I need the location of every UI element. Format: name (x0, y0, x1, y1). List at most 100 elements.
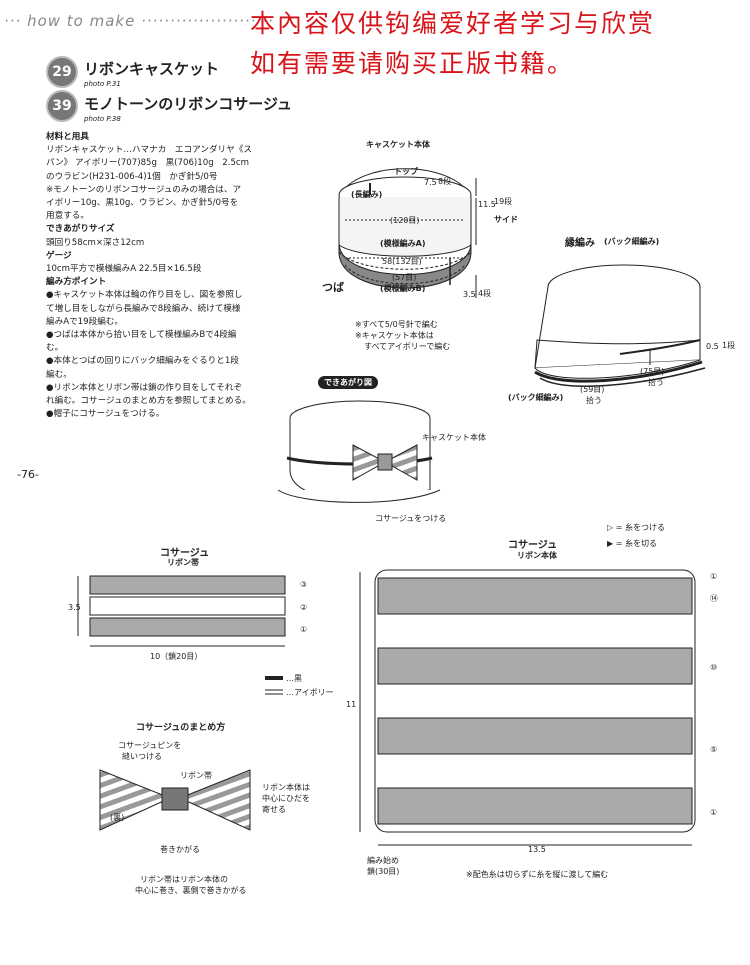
ribbon-band-width: 10（鎖20目） (150, 652, 203, 661)
assembly-note: 中心に巻き、裏側で巻きかがる (135, 886, 247, 895)
yarn-legend-swatches (265, 676, 283, 695)
pin-label: 縫いつける (122, 752, 162, 761)
how-to-make-heading: ··· how to make ······················· (4, 12, 274, 30)
points-line: 編む。 (46, 369, 72, 380)
stitch-count-75: (75目) (640, 367, 665, 376)
stitch-count-57: (57目) (392, 273, 417, 282)
materials-line: のウラビン(H231-006-4)1個 かぎ針5/0号 (46, 171, 218, 182)
body-label: 中心にひだを (262, 794, 310, 803)
gauge-heading: ゲージ (46, 250, 72, 261)
ribbon-band-height: 3.5 (68, 603, 81, 612)
ribbon-body-width: 13.5 (528, 845, 546, 854)
ribbon-body-height: 11 (346, 700, 357, 709)
start-label: 編み始め (367, 856, 399, 865)
top-rows: 8段 (438, 177, 452, 186)
project-title: リボンキャスケット (84, 60, 220, 78)
wrap-stitch-label: 巻きかがる (160, 845, 200, 854)
row-number: ③ (300, 580, 308, 589)
photo-reference: photo P.38 (84, 115, 121, 123)
row-number: ② (300, 603, 308, 612)
points-line: む。 (46, 343, 64, 354)
ribbon-body-title: コサージュ (508, 540, 558, 551)
pin-label: コサージュピンを (118, 741, 182, 750)
corsage-assembly-bow (99, 769, 251, 831)
side-measurement: 11.5 (478, 200, 496, 209)
ribbon-body-chart (359, 569, 696, 846)
page-number: -76- (17, 468, 39, 481)
legend-attach-yarn: ▷ = 糸をつける (607, 523, 665, 532)
size-heading: できあがりサイズ (46, 224, 115, 235)
finished-badge: できあがり図 (318, 376, 378, 389)
row-number: ① (300, 625, 308, 634)
body-label: 寄せる (262, 805, 286, 814)
pattern-a-label: (模様編みA) (380, 239, 426, 248)
body-label: リボン本体は (262, 783, 310, 792)
points-line: ●帽子にコサージュをつける。 (46, 409, 165, 420)
points-line: れ編む。コサージュのまとめ方を参照してまとめる。 (46, 396, 251, 407)
points-heading: 編み方ポイント (46, 277, 107, 288)
ribbon-band-title: コサージュ (160, 548, 210, 559)
instructions-column: 材料と用具 リボンキャスケット…ハマナカ エコアンダリヤ《ス パン》 アイボリー… (46, 131, 268, 421)
points-line: ●キャスケット本体は輪の作り目をし、図を参照し (46, 290, 243, 301)
points-line: 編みAで19段編む。 (46, 316, 123, 327)
stitch-count-58: 58(132目) (382, 257, 422, 266)
back-side-label: (裏) (110, 813, 125, 822)
legend-ivory: …アイボリー (286, 688, 334, 697)
row-number: ⑩ (710, 663, 718, 672)
row-number: ⑭ (710, 594, 718, 603)
casket-title: キャスケット本体 (366, 140, 430, 149)
edging-subtitle: (バック細編み) (604, 237, 660, 246)
materials-line: パン》 アイボリー(707)85g 黒(706)10g 2.5cm (46, 158, 250, 169)
pick-up-label: 拾う (586, 396, 602, 405)
materials-line: ※モノトーンのリボンコサージュのみの場合は、ア (46, 184, 242, 195)
size-line: 頭回り58cm×深さ12cm (46, 237, 145, 248)
legend-cut-yarn: ▶ = 糸を切る (607, 539, 657, 548)
band-label: リボン帯 (180, 771, 212, 780)
brim-label: つば (322, 281, 344, 294)
brim-rows: 4段 (478, 289, 492, 298)
assembly-title: コサージュのまとめ方 (136, 723, 226, 733)
edging-rows: 1段 (722, 341, 736, 350)
stitch-count-59: (59目) (580, 385, 605, 394)
ribbon-band-chart (77, 575, 286, 647)
edging-hat-diagram (534, 264, 706, 387)
stitch-count-120: (120目) (390, 216, 420, 225)
pick-up-label: 拾う (648, 378, 664, 387)
legend-black: …黒 (286, 674, 302, 683)
casket-note: すべてアイボリーで編む (364, 342, 451, 351)
start-chain-label: 鎖(30目) (367, 867, 400, 876)
gauge-line: 10cm平方で模様編みA 22.5目×16.5段 (46, 264, 202, 275)
back-stitch-label: (バック細編み) (508, 393, 564, 402)
project-number-badge: 29 (46, 56, 78, 88)
edging-title: 縁編み (565, 238, 595, 249)
materials-line: リボンキャスケット…ハマナカ エコアンダリヤ《ス (46, 145, 252, 156)
casket-note: ※すべて5/0号針で編む (355, 320, 438, 329)
materials-heading: 材料と用具 (46, 132, 89, 142)
side-rows: 19段 (494, 197, 513, 206)
pattern-b-label: (模様編みB) (380, 284, 426, 293)
row-number: ① (710, 808, 718, 817)
watermark-line-2: 如有需要请购买正版书籍。 (250, 49, 575, 78)
finished-hat-illustration (277, 400, 441, 503)
points-line: て増し目をしながら長編みで8段編み、続けて模様 (46, 303, 241, 314)
row-number: ① (710, 572, 718, 581)
project-title: モノトーンのリボンコサージュ (84, 95, 292, 113)
attach-corsage-label: コサージュをつける (375, 514, 447, 523)
ribbon-body-note: ※配色糸は切らずに糸を縦に渡して編む (466, 870, 609, 879)
hat-body-label: キャスケット本体 (422, 433, 486, 442)
project-number-badge: 39 (46, 90, 78, 122)
casket-note: ※キャスケット本体は (355, 331, 434, 340)
top-label: トップ (394, 167, 418, 176)
top-measurement: 7.5 (424, 178, 437, 187)
row-number: ⑤ (710, 745, 718, 754)
assembly-note: リボン帯はリボン本体の (140, 875, 228, 884)
long-stitch-label: (長編み) (351, 190, 383, 199)
points-line: ●つばは本体から拾い目をして模様編みBで4段編 (46, 330, 237, 341)
photo-reference: photo P.31 (84, 80, 121, 88)
side-label: サイド (494, 215, 518, 224)
brim-measurement: 3.5 (463, 290, 476, 299)
materials-line: 用意する。 (46, 211, 89, 222)
materials-line: イボリー10g、黒10g、ウラビン、かぎ針5/0号を (46, 198, 239, 209)
watermark-line-1: 本內容仅供钩编爱好者学习与欣赏 (250, 9, 656, 38)
